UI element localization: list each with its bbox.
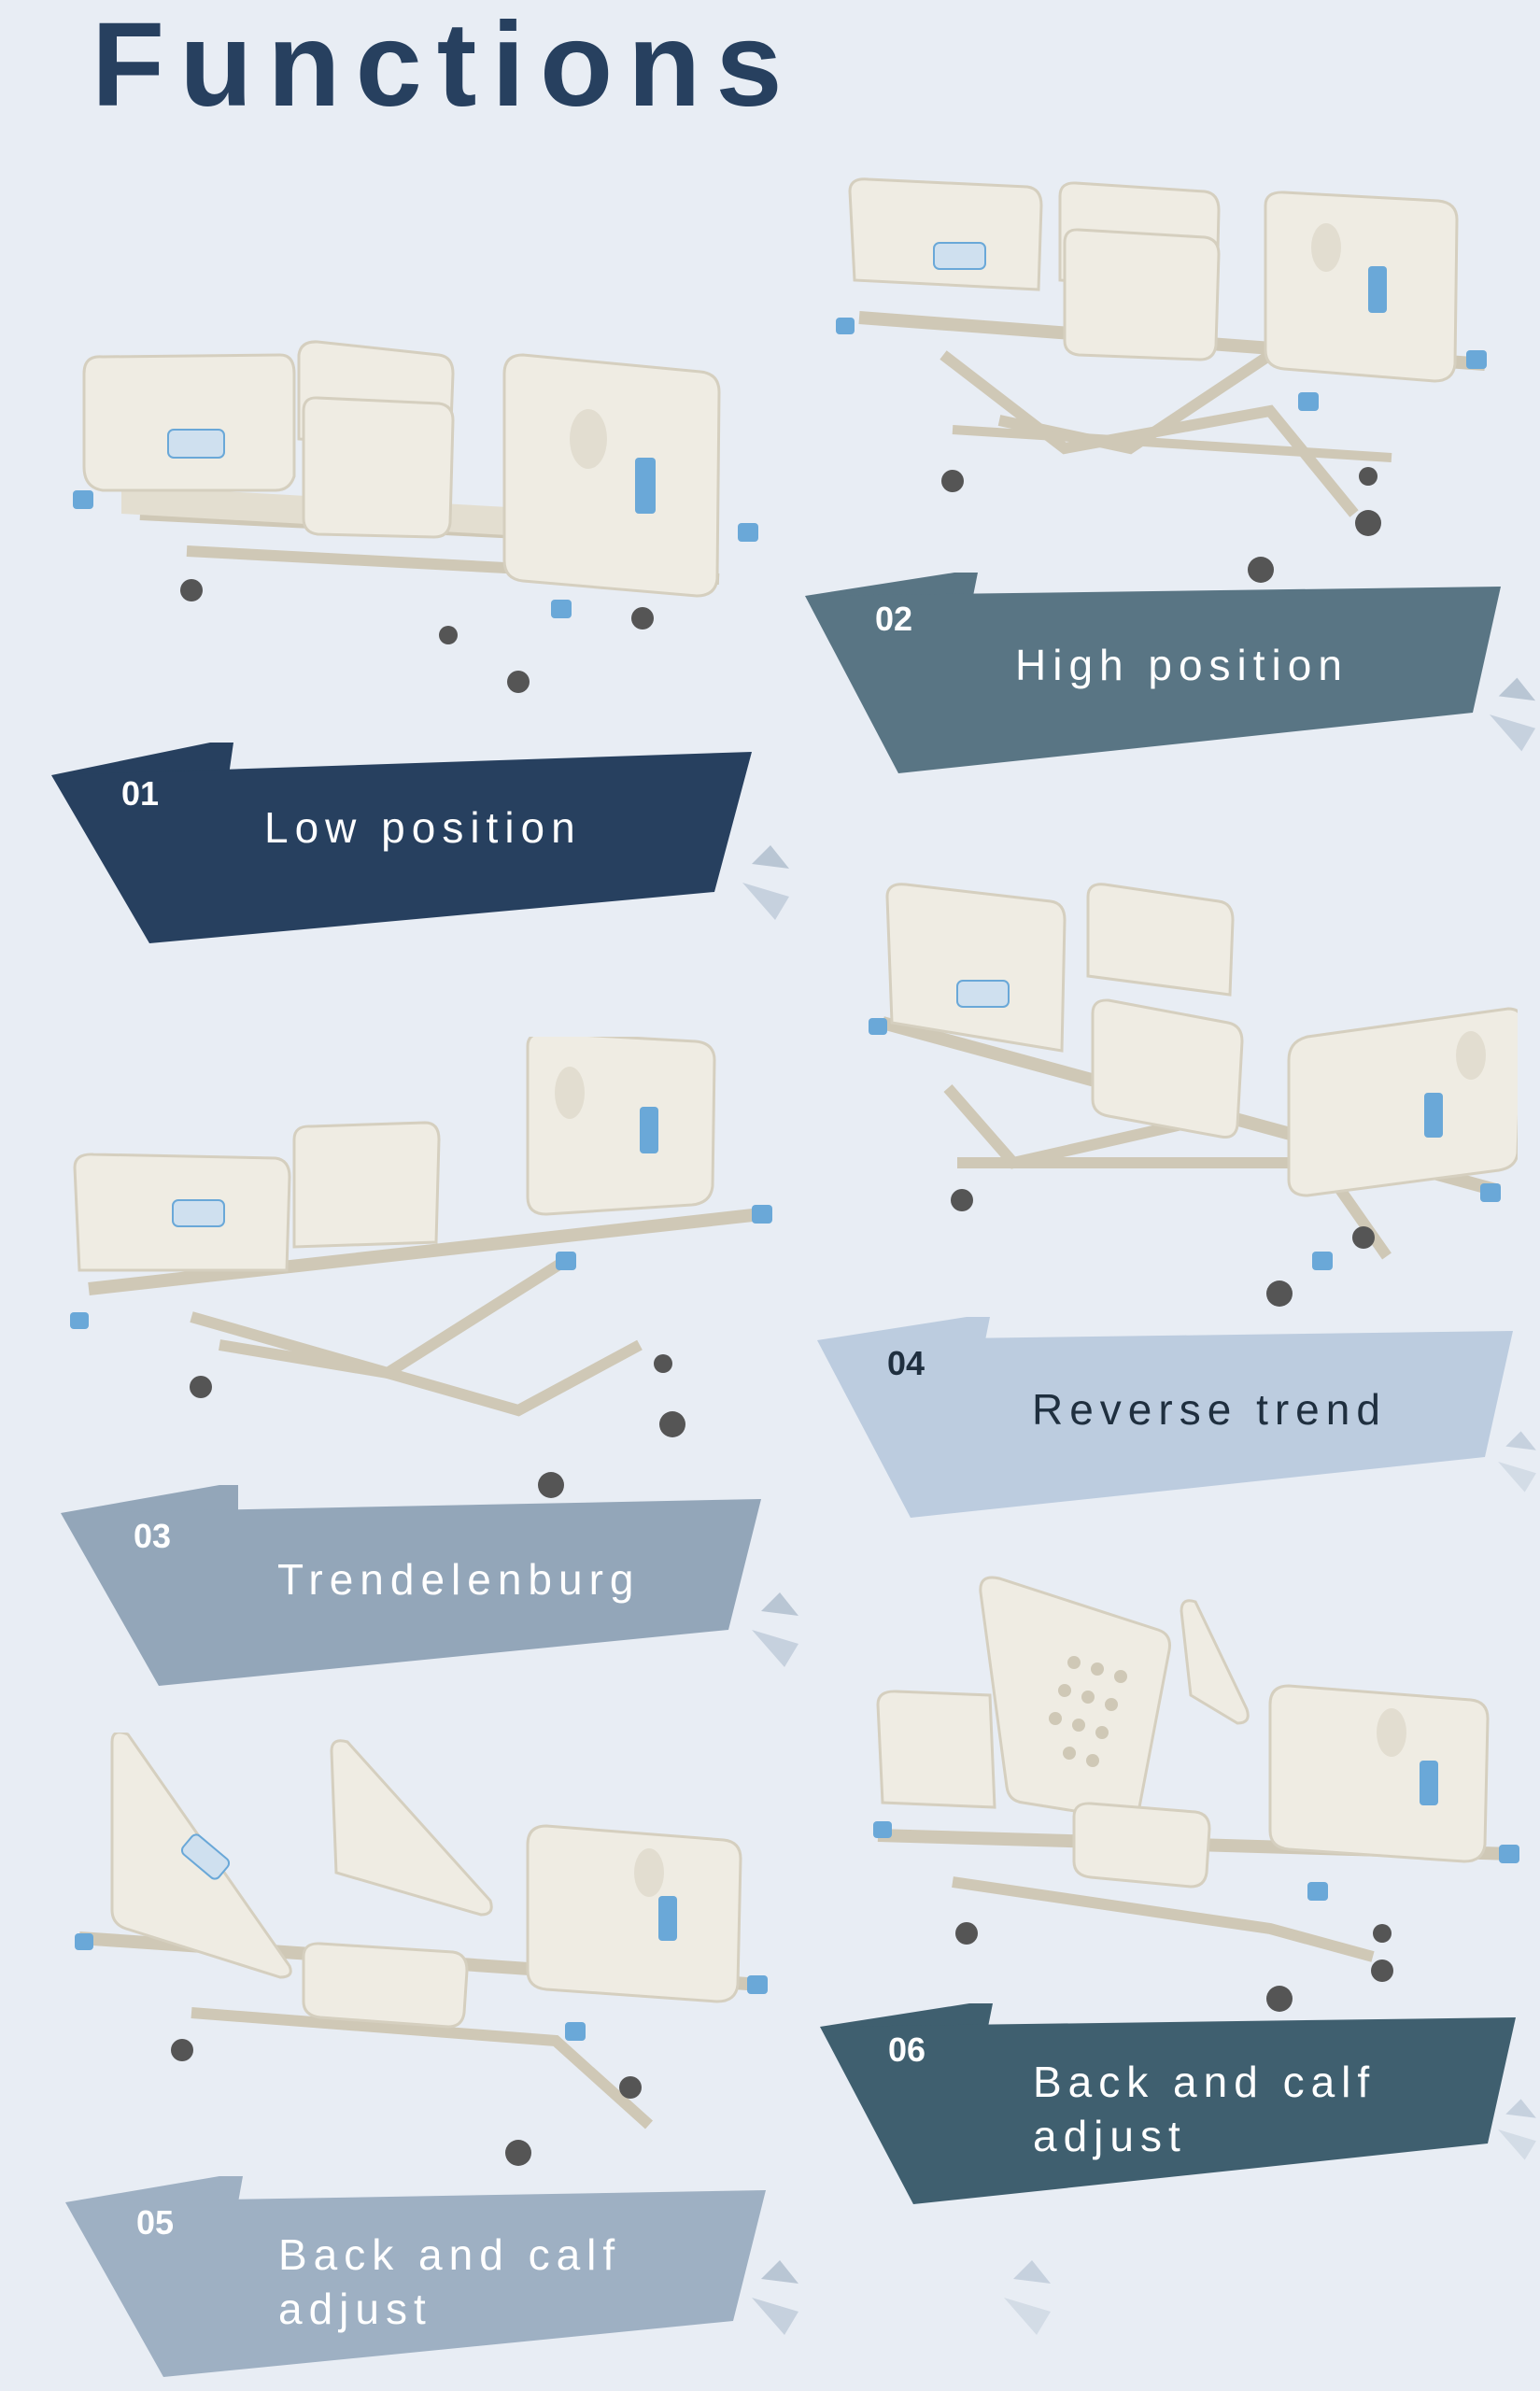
function-number: 04: [887, 1344, 925, 1382]
function-number: 02: [875, 600, 913, 638]
bed-back-calf-image-2: [869, 1574, 1522, 2027]
function-number: 05: [136, 2203, 175, 2242]
bed-trendelenburg-image: [70, 1037, 780, 1504]
triangle-decoration-icon: [1494, 2092, 1540, 2167]
function-label: High position: [1015, 641, 1349, 689]
function-banner-03: 03 Trendelenburg: [61, 1485, 770, 1686]
function-label: Back and calf adjust: [1033, 2058, 1377, 2160]
function-number: 01: [121, 774, 160, 813]
function-banner-02: 02 High position: [805, 573, 1515, 773]
function-banner-05: 05 Back and calf adjust: [65, 2176, 775, 2377]
triangle-decoration-icon: [747, 2260, 803, 2335]
triangle-decoration-icon: [747, 1592, 803, 1667]
function-number: 06: [888, 2030, 926, 2069]
function-label: Low position: [264, 803, 582, 852]
function-banner-01: 01 Low position: [51, 743, 798, 943]
triangle-decoration-icon: [1485, 677, 1540, 752]
bed-low-position-image: [65, 327, 775, 700]
function-label: Reverse trend: [1032, 1385, 1387, 1434]
bed-high-position-image: [831, 177, 1504, 598]
function-banner-04: 04 Reverse trend: [817, 1317, 1518, 1518]
triangle-decoration-icon: [738, 845, 794, 920]
function-banner-06: 06 Back and calf adjust: [820, 2003, 1520, 2204]
bed-back-calf-image-1: [70, 1733, 780, 2172]
triangle-decoration-icon: [999, 2260, 1055, 2335]
function-number: 03: [134, 1517, 172, 1555]
function-label: Trendelenburg: [277, 1555, 641, 1604]
triangle-decoration-icon: [1494, 1424, 1540, 1499]
bed-reverse-trend-image: [864, 883, 1518, 1312]
function-label: Back and calf adjust: [278, 2230, 622, 2333]
page-title: Functions: [92, 0, 798, 132]
